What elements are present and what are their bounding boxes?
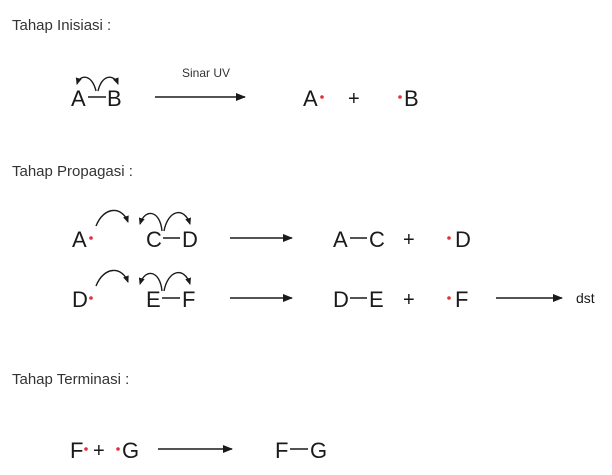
atom-e: E xyxy=(146,287,161,312)
radical-dot xyxy=(116,447,120,451)
fishhook-arrow xyxy=(138,212,163,232)
radical-a: A xyxy=(303,86,318,111)
initiation-products: A + B xyxy=(303,86,419,111)
plus-sign: + xyxy=(93,440,105,462)
initiation-stage: Tahap Inisiasi : A B Sinar UV A + B xyxy=(12,17,419,111)
radical-dot xyxy=(447,296,451,300)
propagation-stage: Tahap Propagasi : A C D A C + D D xyxy=(12,163,595,312)
radical-f: F xyxy=(455,287,468,312)
plus-sign: + xyxy=(403,229,415,251)
radical-b: B xyxy=(404,86,419,111)
radical-f: F xyxy=(70,438,83,463)
radical-dot xyxy=(89,236,93,240)
fishhook-arrow xyxy=(95,209,129,227)
atom-c: C xyxy=(146,227,162,252)
atom-d: D xyxy=(182,227,198,252)
fishhook-arrow xyxy=(95,269,129,287)
radical-dot xyxy=(89,296,93,300)
initiation-title: Tahap Inisiasi : xyxy=(12,17,111,34)
product-atom-g: G xyxy=(310,438,327,463)
propagation-title: Tahap Propagasi : xyxy=(12,163,133,180)
continuation-label: dst xyxy=(576,290,595,306)
reactant-atom-b: B xyxy=(107,86,122,111)
radical-dot xyxy=(447,236,451,240)
termination-stage: Tahap Terminasi : F + G F G xyxy=(12,371,327,463)
product-atom-d: D xyxy=(333,287,349,312)
radical-dot xyxy=(320,95,324,99)
radical-dot xyxy=(84,447,88,451)
reactant-atom-a: A xyxy=(71,86,86,111)
fishhook-arrow xyxy=(138,272,163,292)
radical-dot xyxy=(398,95,402,99)
product-atom-a: A xyxy=(333,227,348,252)
propagation-step-2: D E F D E + F dst xyxy=(72,269,595,312)
fishhook-arrow-left xyxy=(75,76,97,92)
fishhook-arrow-right xyxy=(97,76,119,92)
termination-title: Tahap Terminasi : xyxy=(12,371,129,388)
radical-g: G xyxy=(122,438,139,463)
propagation-step-1: A C D A C + D xyxy=(72,209,471,252)
radical-d: D xyxy=(72,287,88,312)
product-atom-c: C xyxy=(369,227,385,252)
plus-sign: + xyxy=(403,289,415,311)
product-atom-f: F xyxy=(275,438,288,463)
atom-f: F xyxy=(182,287,195,312)
radical-d: D xyxy=(455,227,471,252)
radical-a: A xyxy=(72,227,87,252)
plus-sign: + xyxy=(348,88,360,110)
fishhook-arrow xyxy=(163,212,191,232)
arrow-label-sinar-uv: Sinar UV xyxy=(182,66,230,80)
initiation-reactant: A B xyxy=(71,76,122,111)
fishhook-arrow xyxy=(163,272,191,292)
product-atom-e: E xyxy=(369,287,384,312)
